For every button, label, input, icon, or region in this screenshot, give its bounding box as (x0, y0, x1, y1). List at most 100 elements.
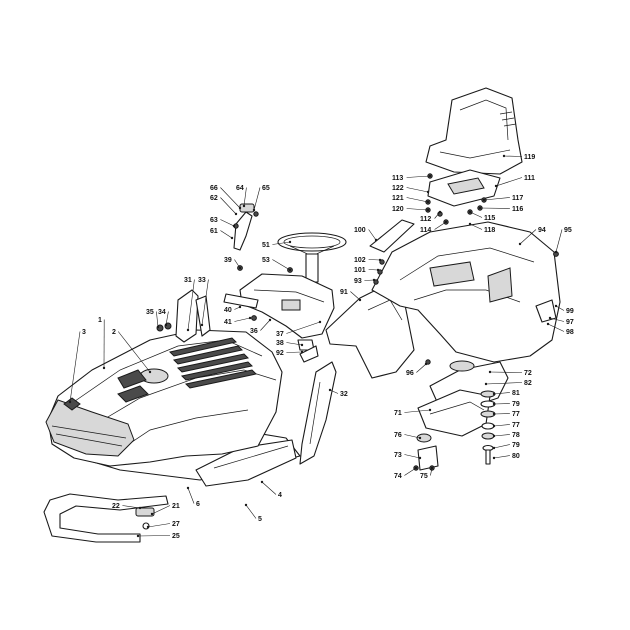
leader-dot-98 (546, 322, 550, 326)
leader-dot-71 (428, 408, 432, 412)
leader-line-4 (261, 481, 277, 495)
leader-line-61 (220, 230, 233, 239)
leader-line-82 (485, 382, 523, 385)
part-number-3: 3 (82, 329, 86, 336)
part-number-99: 99 (566, 308, 574, 315)
part-number-53: 53 (262, 257, 270, 264)
leader-line-111 (495, 177, 523, 187)
leader-line-78 (493, 434, 511, 437)
leader-dot-102 (378, 258, 382, 262)
leader-dot-63 (232, 224, 236, 228)
part-number-91: 91 (340, 289, 348, 296)
leader-dot-21 (150, 512, 154, 516)
leader-line-96 (416, 363, 427, 373)
part-number-113: 113 (392, 175, 403, 182)
leader-line-39 (234, 259, 241, 269)
part-number-73: 73 (394, 452, 402, 459)
part-number-6: 6 (196, 501, 200, 508)
part-number-33: 33 (198, 277, 206, 284)
leader-dot-94 (518, 242, 522, 246)
leader-line-25 (137, 535, 171, 537)
leader-line-99 (555, 305, 565, 311)
part-number-98: 98 (566, 329, 574, 336)
leader-dot-2 (148, 370, 152, 374)
part-number-116: 116 (512, 206, 523, 213)
leader-dot-4 (260, 480, 264, 484)
leader-line-76 (404, 434, 421, 439)
leader-dot-118 (468, 222, 472, 226)
leader-dot-101 (376, 268, 380, 272)
part-number-119: 119 (524, 154, 535, 161)
front-bumper (43, 493, 169, 543)
leader-line-93 (364, 279, 375, 281)
leader-line-102 (368, 259, 381, 261)
leader-line-63 (220, 219, 235, 227)
part-number-95: 95 (564, 227, 572, 234)
bonnet-vents (169, 337, 258, 389)
part-number-111: 111 (524, 175, 535, 182)
leader-dot-96 (424, 362, 428, 366)
part-number-65: 65 (262, 185, 270, 192)
leader-dot-82 (484, 382, 488, 386)
leader-dot-22 (138, 506, 142, 510)
leader-dot-93 (372, 278, 376, 282)
leader-dot-79b (492, 446, 496, 450)
leader-line-27 (147, 523, 171, 528)
leader-line-117 (483, 197, 511, 201)
leader-dot-73 (418, 456, 422, 460)
leader-line-91 (350, 291, 361, 301)
leader-line-114 (434, 221, 447, 230)
leader-line-22 (122, 505, 141, 509)
leader-dot-80 (492, 456, 496, 460)
leader-line-116 (479, 207, 511, 209)
leader-dot-36 (268, 318, 272, 322)
part-number-79b: 79 (512, 442, 520, 449)
part-number-37: 37 (276, 331, 284, 338)
leader-line-79 (493, 403, 511, 405)
part-number-74: 74 (394, 473, 402, 480)
part-number-41: 41 (224, 319, 232, 326)
part-number-117: 117 (512, 195, 523, 202)
leader-line-71 (404, 409, 431, 413)
leader-line-2 (117, 331, 151, 373)
leader-line-101 (368, 269, 379, 271)
leader-dot-119 (502, 154, 506, 158)
steering-assembly (223, 203, 347, 363)
leader-dot-79 (492, 402, 496, 406)
part-number-36: 36 (250, 328, 258, 335)
leader-dot-61 (230, 236, 234, 240)
part-number-71: 71 (394, 410, 402, 417)
leader-line-75 (430, 467, 433, 476)
leader-line-62 (220, 197, 237, 215)
leader-dot-116 (478, 206, 482, 210)
leader-line-32 (329, 389, 339, 394)
leader-dot-92 (300, 350, 304, 354)
part-number-82: 82 (524, 380, 532, 387)
leader-dot-39 (238, 266, 242, 270)
leader-dot-35 (156, 325, 160, 329)
leader-dot-53 (288, 268, 292, 272)
part-number-93: 93 (354, 278, 362, 285)
leader-line-41 (234, 317, 251, 322)
leader-dot-77 (492, 412, 496, 416)
part-number-80: 80 (512, 453, 520, 460)
part-number-100: 100 (354, 227, 366, 234)
leader-line-31 (187, 279, 195, 331)
leader-dot-27 (146, 525, 150, 529)
leader-dot-37 (318, 320, 322, 324)
leader-dot-51 (288, 240, 292, 244)
part-number-22: 22 (112, 503, 120, 510)
part-number-1: 1 (98, 317, 102, 324)
leader-line-3 (69, 331, 81, 403)
part-number-77: 77 (512, 411, 520, 418)
leader-dot-100 (374, 238, 378, 242)
leader-line-112 (434, 211, 441, 219)
leader-dot-120 (426, 208, 430, 212)
side-rail (299, 361, 337, 465)
leader-line-119 (503, 155, 523, 157)
part-number-31: 31 (184, 277, 192, 284)
leader-line-65 (253, 187, 261, 211)
part-number-25: 25 (172, 533, 180, 540)
part-number-2: 2 (112, 329, 116, 336)
